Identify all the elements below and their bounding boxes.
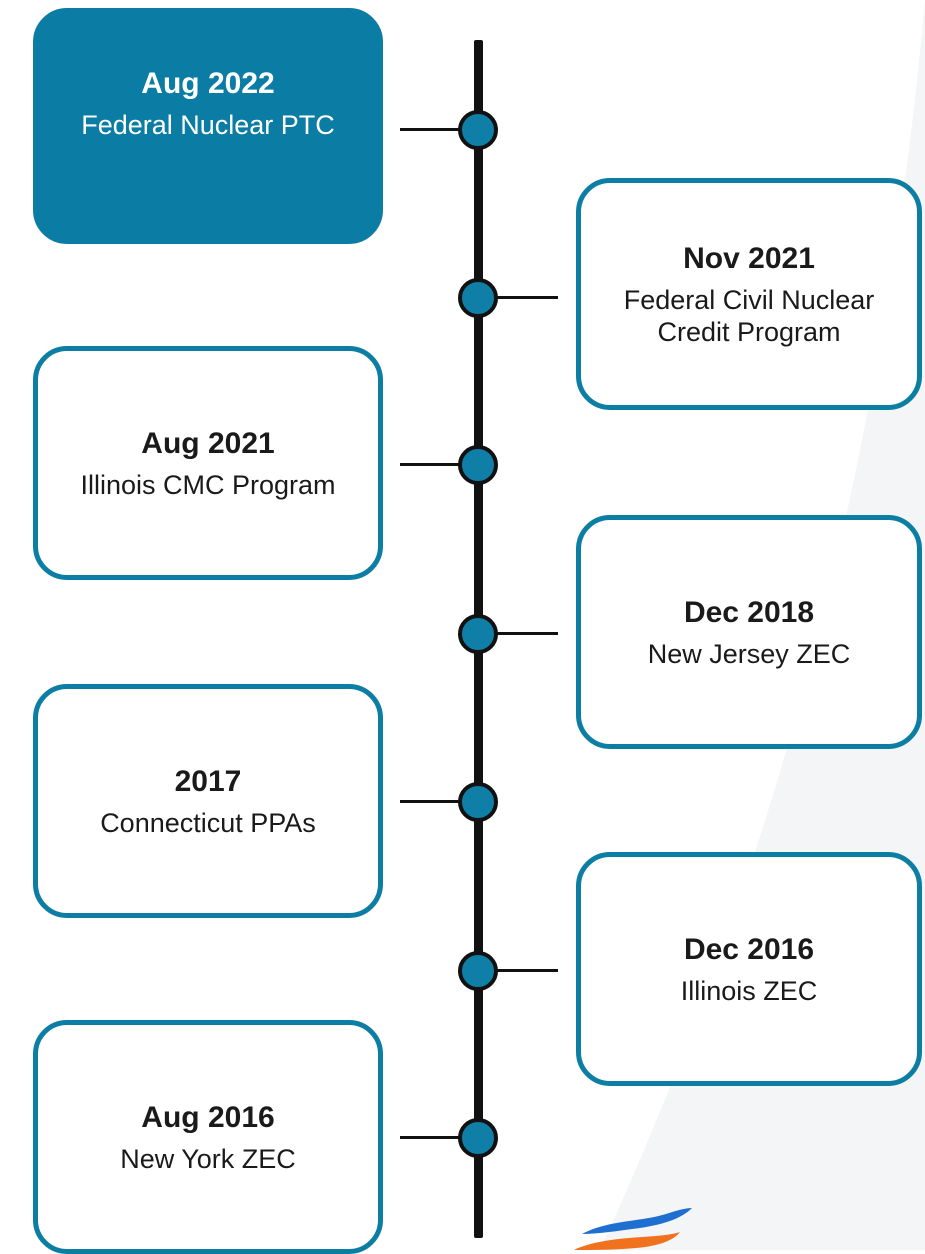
- timeline-node: [458, 1118, 498, 1158]
- wave-logo-icon: [574, 1208, 692, 1250]
- timeline-event-card: Nov 2021 Federal Civil Nuclear Credit Pr…: [576, 178, 922, 410]
- timeline-connector: [400, 1136, 478, 1139]
- timeline-node: [458, 278, 498, 318]
- event-label: Connecticut PPAs: [100, 808, 316, 838]
- timeline-connector: [400, 463, 478, 466]
- timeline-connector: [400, 128, 478, 131]
- timeline-event-card: Dec 2016 Illinois ZEC: [576, 852, 922, 1086]
- event-date: Dec 2016: [683, 933, 815, 966]
- timeline-node: [458, 614, 498, 654]
- timeline-event-card: Aug 2021 Illinois CMC Program: [33, 346, 383, 580]
- timeline-connector: [400, 800, 478, 803]
- event-date: Aug 2022: [141, 67, 275, 100]
- timeline-connector: [480, 969, 558, 972]
- event-label: Federal Nuclear PTC: [81, 110, 335, 140]
- event-date: Aug 2021: [141, 427, 275, 460]
- timeline-node: [458, 951, 498, 991]
- event-date: Nov 2021: [683, 242, 815, 275]
- timeline-node: [458, 110, 498, 150]
- event-date: Aug 2016: [141, 1101, 275, 1134]
- timeline-event-card: 2017 Connecticut PPAs: [33, 684, 383, 918]
- event-label: Illinois ZEC: [680, 976, 818, 1006]
- timeline-connector: [480, 296, 558, 299]
- timeline-event-card: Aug 2016 New York ZEC: [33, 1020, 383, 1254]
- timeline-node: [458, 445, 498, 485]
- event-label: Federal Civil Nuclear Credit Program: [623, 285, 875, 347]
- timeline-connector: [480, 632, 558, 635]
- event-label: New Jersey ZEC: [647, 639, 851, 669]
- timeline-event-card: Dec 2018 New Jersey ZEC: [576, 515, 922, 749]
- timeline-event-card: Aug 2022 Federal Nuclear PTC: [33, 8, 383, 244]
- event-date: Dec 2018: [683, 596, 815, 629]
- event-date: 2017: [174, 765, 242, 798]
- event-label: New York ZEC: [120, 1144, 296, 1174]
- event-label: Illinois CMC Program: [80, 470, 336, 500]
- timeline-node: [458, 782, 498, 822]
